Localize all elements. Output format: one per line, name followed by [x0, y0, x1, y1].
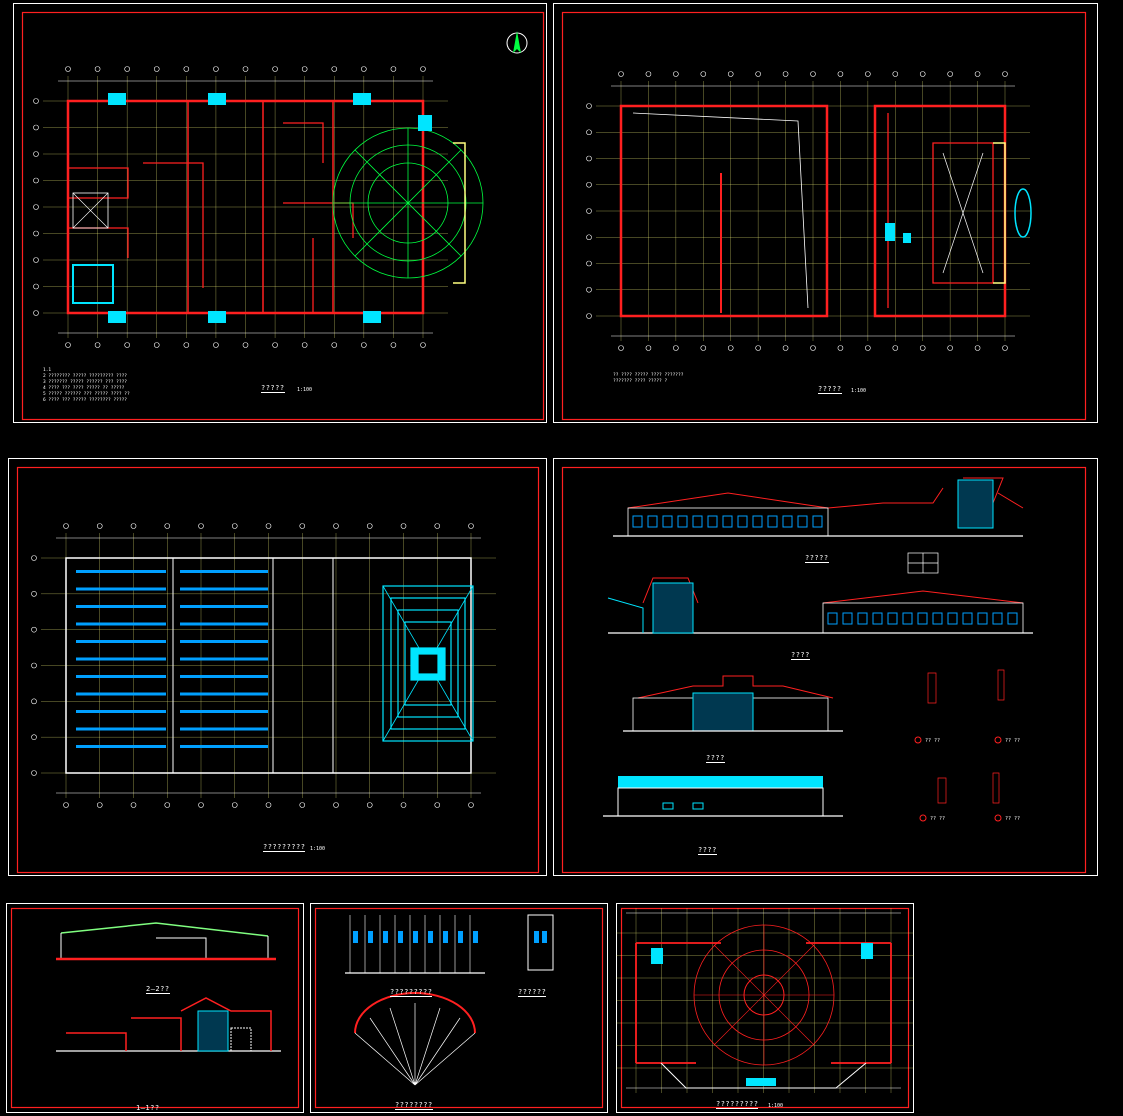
sheet-plan-2[interactable]: ?? ???? ????? ???? ??????? ??????? ???? … [553, 3, 1098, 423]
plan-3-drawing [616, 903, 914, 1113]
plan-2-drawing [553, 3, 1098, 423]
plan-1-title: ????? [261, 384, 285, 393]
roof-plan-drawing [8, 458, 547, 876]
plan-1-grid [33, 66, 448, 348]
elevation-detail-4: ?? ?? [1005, 816, 1021, 822]
sections-drawing [6, 903, 304, 1113]
section-title-2: 2—2?? [146, 985, 170, 994]
elevation-south [613, 477, 1024, 537]
wall-details [907, 552, 1005, 804]
elevation-east [623, 675, 843, 732]
elevation-detail-1: ?? ?? [925, 738, 941, 744]
plan-1-drawing [13, 3, 547, 423]
hall-wall [619, 104, 829, 318]
sheet-plan-3[interactable]: ????????? 1:100 [616, 903, 914, 1113]
elevation-west [603, 776, 843, 817]
roof-outline [65, 557, 472, 774]
plan-3-title: ????????? [716, 1100, 759, 1109]
inner-frame [21, 11, 545, 421]
plan-1-notes: 1.1 2 ???????? ????? ????????? ???? 3 ??… [43, 368, 130, 403]
elevation-title-1: ????? [805, 554, 829, 563]
lobby-rotunda [332, 127, 484, 279]
roof-plan-scale: 1:100 [310, 846, 326, 852]
radial-plan [693, 924, 835, 1066]
elevation-detail-2: ?? ?? [1005, 738, 1021, 744]
roof-skylights [76, 570, 268, 748]
sheet-plan-1[interactable]: 1.1 2 ???????? ????? ????????? ???? 3 ??… [13, 3, 547, 423]
plan-2-scale: 1:100 [851, 388, 867, 394]
section-1-1 [56, 997, 281, 1052]
elevation-detail-3: ?? ?? [930, 816, 946, 822]
plan-1-scale: 1:100 [297, 387, 313, 393]
detail-title-3: ???????? [395, 1101, 433, 1110]
detail-title-2: ?????? [518, 988, 547, 997]
roof-plan-title: ????????? [263, 843, 306, 852]
curtain-wall-detail [349, 915, 478, 973]
elevations-drawing [553, 458, 1098, 876]
stair-blocks [108, 93, 432, 323]
sheet-elevations[interactable]: ????? ???? ???? ???? ?? ?? ?? ?? ?? ?? ?… [553, 458, 1098, 876]
section-title-1: 1—1?? [136, 1104, 160, 1113]
pyramid-roof [382, 585, 474, 742]
sheet-details[interactable]: ????????? ?????? ???????? [310, 903, 608, 1113]
details-drawing [310, 903, 608, 1113]
elevation-title-2: ???? [791, 651, 810, 660]
sheet-roof-plan[interactable]: ????????? 1:100 [8, 458, 547, 876]
section-2-2 [56, 922, 276, 961]
sheet-sections[interactable]: 2—2?? 1—1?? [6, 903, 304, 1113]
outer-frame [13, 3, 547, 423]
elevation-title-4: ???? [698, 846, 717, 855]
detail-title-1: ????????? [390, 988, 433, 997]
elevation-title-3: ???? [706, 754, 725, 763]
plan-2-notes: ?? ???? ????? ???? ??????? ??????? ???? … [613, 373, 684, 384]
fan-section [354, 992, 476, 1086]
plan-3-scale: 1:100 [768, 1103, 784, 1109]
plan-2-title: ????? [818, 385, 842, 394]
elevation-north [607, 577, 1033, 634]
north-arrow-icon [506, 31, 528, 54]
